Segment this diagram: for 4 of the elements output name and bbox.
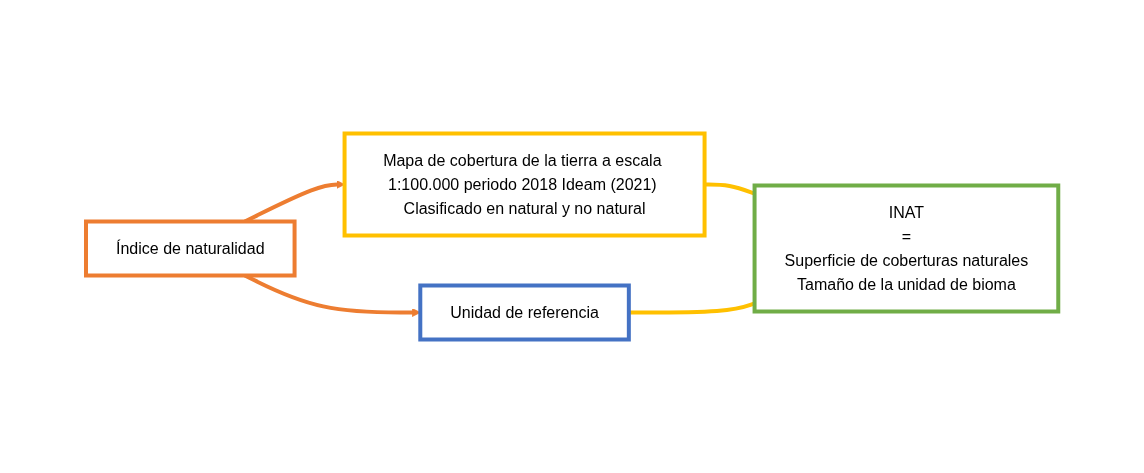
node-box: Mapa de cobertura de la tierra a escala 1:100.000 periodo 2018 Ideam (2021) Clasificado en natural y no natural (342, 131, 707, 238)
node-box: Índice de naturalidad (83, 219, 297, 278)
node-box: INAT = Superficie de coberturas naturales Tamaño de la unidad de bioma (752, 183, 1061, 314)
node-box: Unidad de referencia (418, 283, 631, 342)
